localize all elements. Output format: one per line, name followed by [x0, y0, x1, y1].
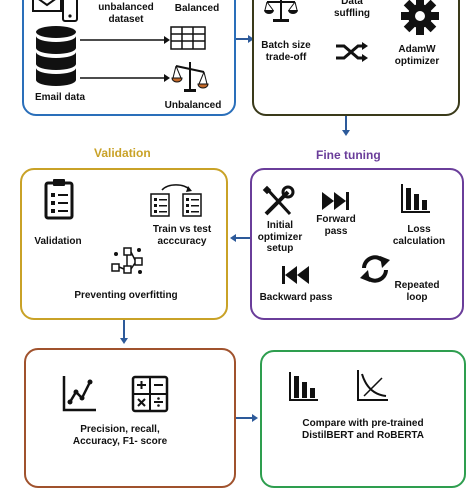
backward-icon [282, 266, 309, 284]
arrow-data-to-training [236, 35, 254, 43]
preventing-overfitting-label: Preventing overfitting [74, 290, 178, 301]
forward-icon [322, 192, 349, 210]
unbalanced-label: Unbalanced [164, 100, 222, 111]
train-test-compare-icon [150, 184, 202, 217]
backward-pass-label: Backward pass [259, 292, 333, 303]
finetune-title: Fine tuning [316, 148, 381, 162]
unbalanced-dataset-label: unbalanced dataset [98, 2, 154, 25]
database-icon [36, 26, 76, 86]
balance-scale-icon [264, 0, 298, 22]
adamw-label: AdamW optimizer [394, 44, 440, 67]
shuffle-icon [336, 42, 368, 62]
arrow-training-to-finetune [342, 116, 350, 136]
decline-curve-icon [357, 370, 388, 401]
email-icon [32, 0, 62, 12]
bar-chart-loss-icon [401, 184, 430, 213]
initial-optimizer-label: Initial optimizer setup [257, 220, 303, 254]
batch-size-label: Batch size trade-off [261, 40, 311, 63]
arrow-finetune-to-validation [230, 234, 250, 242]
train-vs-test-label: Train vs test acccuracy [152, 224, 212, 247]
metrics-label: Precision, recall, Accuracy, F1- score [72, 424, 168, 447]
compare-label: Compare with pre-trained DistilBERT and … [301, 418, 425, 441]
validation-title: Validation [94, 146, 151, 160]
repeat-loop-icon [360, 255, 390, 283]
unbalanced-scale-icon [171, 62, 209, 92]
arrow-validation-to-evaluation [120, 320, 128, 344]
bar-chart-compare-icon [289, 372, 318, 401]
data-split-arrows [80, 36, 170, 82]
evaluation-box [24, 348, 236, 488]
clipboard-checklist-icon [44, 179, 74, 220]
table-icon [170, 26, 206, 50]
comparison-box [260, 350, 466, 488]
validation-label: Validation [34, 236, 82, 247]
data-shuffling-label: Data suffling [333, 0, 371, 19]
overfitting-network-icon [111, 247, 143, 274]
balanced-label: Balanced [174, 3, 220, 14]
line-chart-icon [62, 376, 96, 412]
arrow-evaluation-to-comparison [236, 414, 258, 422]
phone-icon [62, 0, 78, 22]
repeated-loop-label: Repeated loop [394, 280, 440, 303]
gear-icon [401, 0, 439, 35]
loss-calculation-label: Loss calculation [392, 224, 446, 247]
tools-icon [262, 185, 295, 216]
email-data-label: Email data [34, 92, 86, 103]
forward-pass-label: Forward pass [316, 214, 356, 237]
calculator-icon [131, 375, 169, 413]
